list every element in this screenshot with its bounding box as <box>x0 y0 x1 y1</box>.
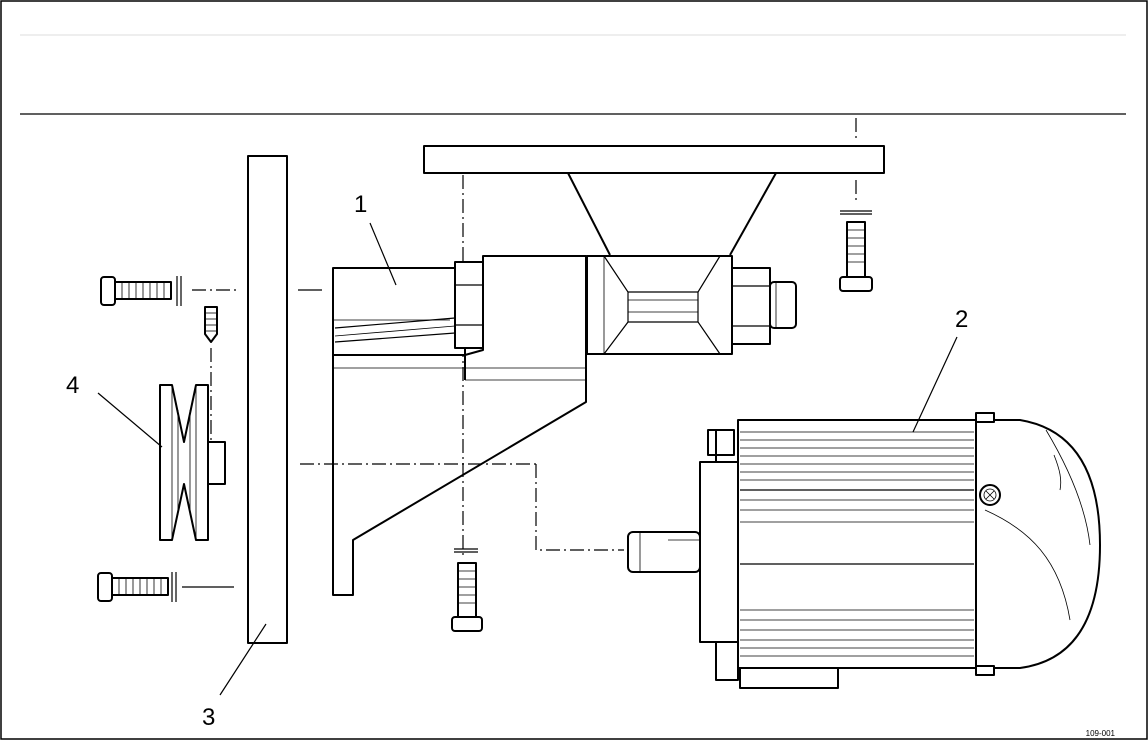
mount-struts <box>567 172 777 256</box>
callout-1-leader <box>369 222 397 286</box>
motor-cooling-fins <box>740 431 974 657</box>
bracket-bolt <box>451 548 483 632</box>
drawing-reference-code: 109-001 <box>1086 729 1116 738</box>
shaft-centerline <box>535 464 624 551</box>
callout-3-leader <box>219 623 267 696</box>
lower-screw <box>97 572 177 602</box>
top-bolt <box>839 210 873 292</box>
bracket-hex-nut <box>454 261 484 349</box>
upper-screw <box>100 276 182 306</box>
rod-nut <box>731 267 797 345</box>
callout-3-label: 3 <box>202 704 215 731</box>
motor-screw <box>979 484 1001 506</box>
tension-rod <box>586 255 733 355</box>
callout-4-label: 4 <box>66 372 79 399</box>
callout-4-leader <box>97 392 163 448</box>
motor-shaft <box>627 531 701 573</box>
callout-2-label: 2 <box>955 306 968 333</box>
v-belt-pulley <box>159 384 226 541</box>
set-screw <box>204 306 218 343</box>
callout-1-label: 1 <box>354 191 367 218</box>
callout-2-leader <box>912 336 958 433</box>
table-mount-plate <box>423 145 885 174</box>
mounting-plate <box>247 155 288 644</box>
sewing-motor <box>699 412 1101 689</box>
